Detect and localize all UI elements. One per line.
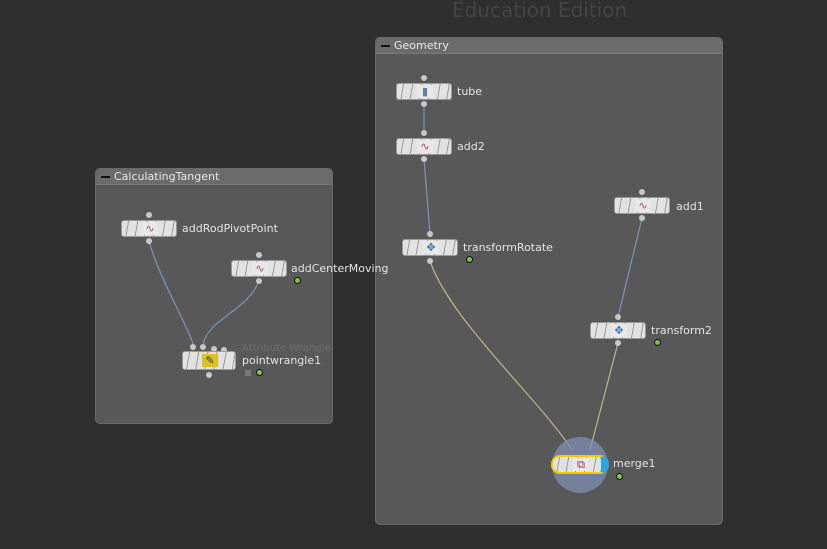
network-box-header[interactable]: Geometry <box>376 38 722 54</box>
node-addCenterMoving[interactable]: ∿ <box>231 260 287 277</box>
transform-icon: ✥ <box>423 241 439 254</box>
display-flag-icon[interactable] <box>294 277 301 284</box>
connector-dot[interactable] <box>256 278 262 284</box>
node-tube[interactable]: ▮ <box>396 83 452 100</box>
add-icon: ∿ <box>417 140 433 153</box>
node-add2[interactable]: ∿ <box>396 138 452 155</box>
collapse-icon[interactable] <box>101 176 110 178</box>
node-merge1-selected[interactable]: ⧉ <box>551 455 609 474</box>
display-flag-icon[interactable] <box>654 339 661 346</box>
connector-dot[interactable] <box>421 156 427 162</box>
wire <box>423 158 431 235</box>
connector-dot[interactable] <box>427 258 433 264</box>
wrangle-icon: ✎ <box>202 354 218 367</box>
transform-icon: ✥ <box>611 324 627 337</box>
node-label[interactable]: pointwrangle1 <box>242 354 322 367</box>
node-transformRotate[interactable]: ✥ <box>402 239 458 256</box>
connector-dot[interactable] <box>206 372 212 378</box>
wire <box>148 240 195 347</box>
node-label[interactable]: addCenterMoving <box>291 262 389 275</box>
node-label[interactable]: transformRotate <box>463 241 553 254</box>
connector-dot[interactable] <box>146 212 152 218</box>
add-icon: ∿ <box>142 222 158 235</box>
network-box-geometry[interactable]: Geometry <box>375 37 723 525</box>
node-label[interactable]: merge1 <box>613 457 656 470</box>
wire <box>589 342 619 451</box>
node-label[interactable]: add1 <box>676 200 704 213</box>
network-box-header[interactable]: CalculatingTangent <box>96 169 332 185</box>
wire <box>617 217 643 318</box>
merge-icon: ⧉ <box>573 458 589 471</box>
connector-dot[interactable] <box>615 314 621 320</box>
node-pointwrangle1[interactable]: ✎ <box>182 351 236 370</box>
node-label[interactable]: transform2 <box>651 324 712 337</box>
collapse-icon[interactable] <box>381 45 390 47</box>
connector-dot[interactable] <box>639 189 645 195</box>
node-add1[interactable]: ∿ <box>614 197 670 214</box>
wire <box>202 279 260 347</box>
node-addRodPivotPoint[interactable]: ∿ <box>121 220 177 237</box>
connector-dot[interactable] <box>146 238 152 244</box>
connector-dot[interactable] <box>421 75 427 81</box>
connector-dot[interactable] <box>615 340 621 346</box>
display-flag-icon[interactable] <box>256 369 263 376</box>
display-flag-icon[interactable] <box>616 473 623 480</box>
connector-dot[interactable] <box>211 346 217 352</box>
add-icon: ∿ <box>252 262 268 275</box>
education-edition-watermark: Education Edition <box>452 0 628 22</box>
lock-icon[interactable] <box>245 370 251 376</box>
connector-dot[interactable] <box>421 101 427 107</box>
connector-dot[interactable] <box>256 252 262 258</box>
wire <box>429 260 573 451</box>
node-transform2[interactable]: ✥ <box>590 322 646 339</box>
connector-dot[interactable] <box>427 231 433 237</box>
network-box-title: CalculatingTangent <box>114 170 220 183</box>
connector-dot[interactable] <box>200 344 206 350</box>
node-label[interactable]: addRodPivotPoint <box>182 222 278 235</box>
node-label[interactable]: tube <box>457 85 483 98</box>
node-type-label: Attribute Wrangle <box>242 343 331 354</box>
add-icon: ∿ <box>635 199 651 212</box>
tube-icon: ▮ <box>417 85 433 98</box>
network-box-title: Geometry <box>394 39 449 52</box>
connector-dot[interactable] <box>221 347 227 353</box>
connector-dot[interactable] <box>190 344 196 350</box>
network-box-calculating-tangent[interactable]: CalculatingTangent <box>95 168 333 424</box>
connector-dot[interactable] <box>639 215 645 221</box>
node-label[interactable]: add2 <box>457 140 485 153</box>
display-flag-icon[interactable] <box>466 256 473 263</box>
connector-dot[interactable] <box>421 130 427 136</box>
